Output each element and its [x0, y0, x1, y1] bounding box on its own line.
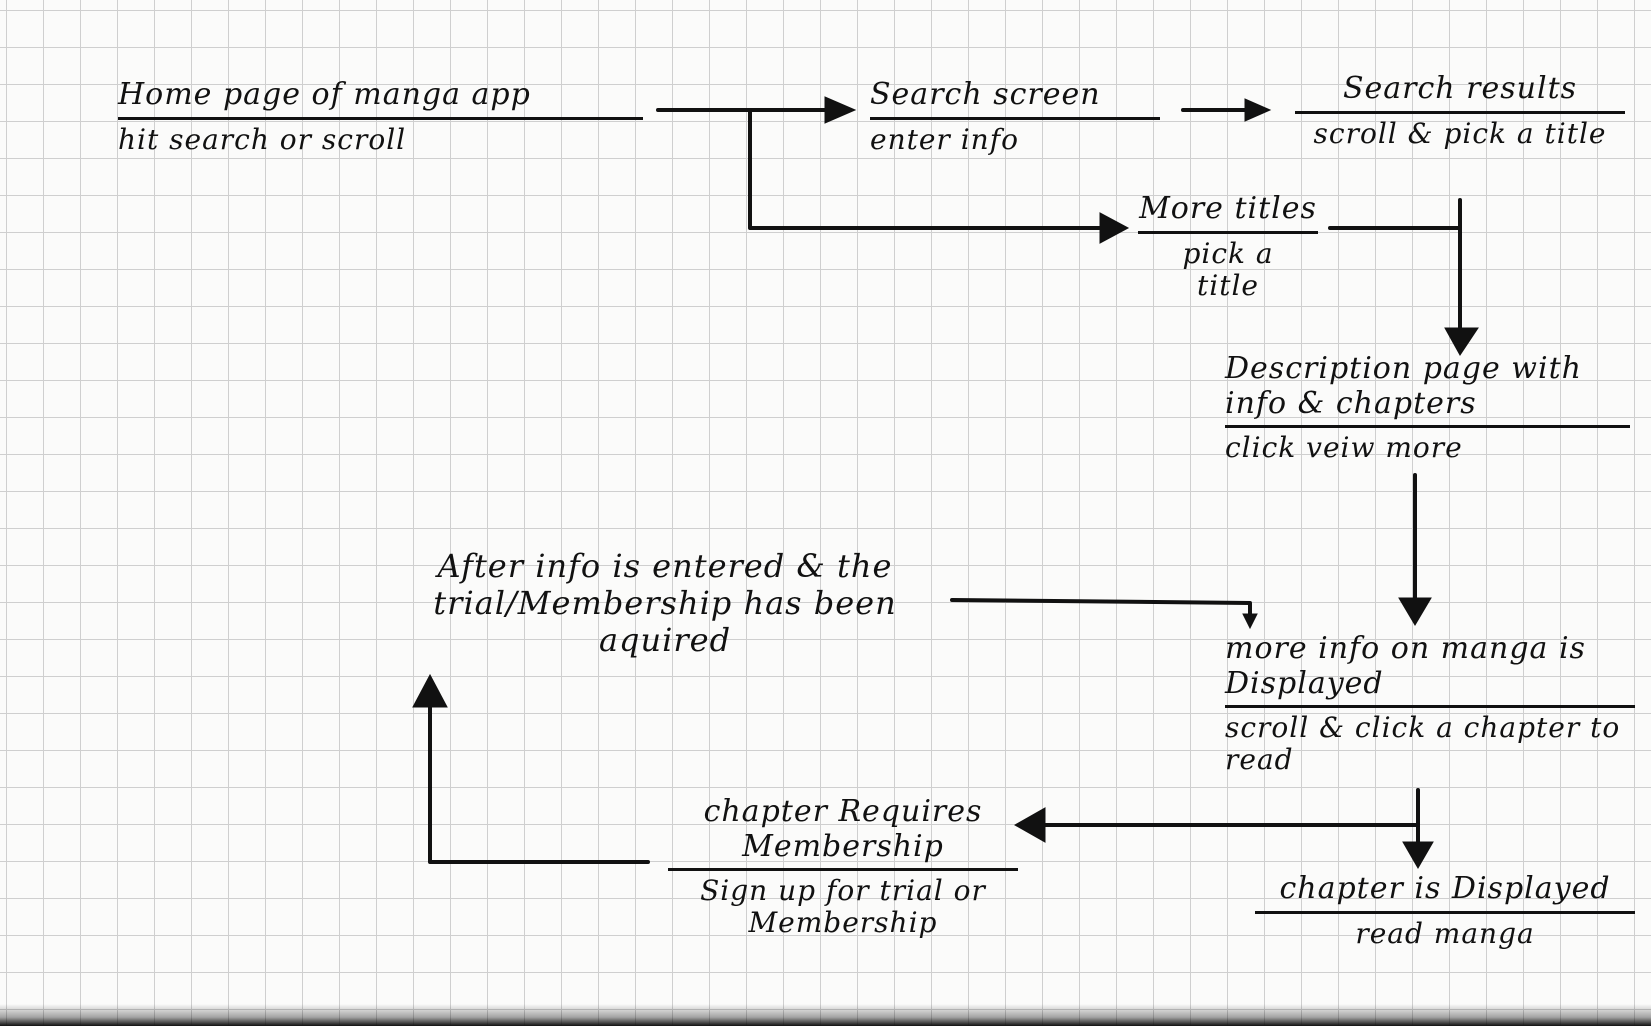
arrowhead-after-info [1242, 613, 1258, 630]
search-screen-action: enter info [870, 122, 1019, 156]
chapter-displayed-title: chapter is Displayed [1255, 871, 1635, 914]
search-screen-node: Search screen enter info [870, 77, 1160, 156]
after-info-note: After info is entered & the trial/Member… [395, 548, 935, 658]
arrow-after-info-to-more-info [950, 598, 1252, 620]
home-page-node: Home page of manga app hit search or scr… [118, 77, 643, 156]
after-info-text: After info is entered & the trial/Member… [433, 547, 897, 659]
arrow-titles-to-description [1328, 198, 1462, 332]
more-info-action: scroll & click a chapter to read [1225, 711, 1621, 777]
arrowhead-more-info [1398, 597, 1432, 626]
more-titles-node: More titles pick a title [1138, 191, 1318, 302]
arrowhead-chapter-displayed [1402, 841, 1434, 870]
home-page-action: hit search or scroll [118, 122, 407, 156]
home-page-title: Home page of manga app [118, 77, 643, 120]
description-page-node: Description page with info & chapters cl… [1225, 351, 1630, 464]
chapter-requires-node: chapter Requires Membership Sign up for … [668, 794, 1018, 940]
description-page-title: Description page with info & chapters [1225, 351, 1630, 428]
description-page-action: click veiw more [1225, 431, 1463, 464]
notebook-bottom-edge [0, 1004, 1651, 1026]
search-screen-title: Search screen [870, 77, 1160, 120]
arrowhead-description [1444, 327, 1479, 356]
arrowhead-after-info-up [412, 673, 448, 708]
arrowhead-search-screen [824, 96, 857, 124]
chapter-displayed-action: read manga [1355, 916, 1535, 950]
chapter-displayed-node: chapter is Displayed read manga [1255, 871, 1635, 950]
arrow-requires-to-after-info [428, 703, 650, 864]
arrowhead-search-results [1244, 98, 1272, 122]
more-titles-action: pick a title [1182, 236, 1274, 302]
arrowhead-more-titles [1099, 212, 1130, 244]
arrowhead-requires-membership [1013, 807, 1046, 843]
search-results-title: Search results [1295, 71, 1625, 114]
arrow-home-to-more-titles [748, 108, 1102, 230]
search-results-action: scroll & pick a title [1313, 116, 1607, 150]
more-info-title: more info on manga is Displayed [1225, 631, 1635, 708]
search-results-node: Search results scroll & pick a title [1295, 71, 1625, 150]
more-titles-title: More titles [1138, 191, 1318, 234]
more-info-node: more info on manga is Displayed scroll &… [1225, 631, 1635, 777]
chapter-requires-title: chapter Requires Membership [668, 794, 1018, 871]
chapter-requires-action: Sign up for trial or Membership [700, 874, 986, 940]
